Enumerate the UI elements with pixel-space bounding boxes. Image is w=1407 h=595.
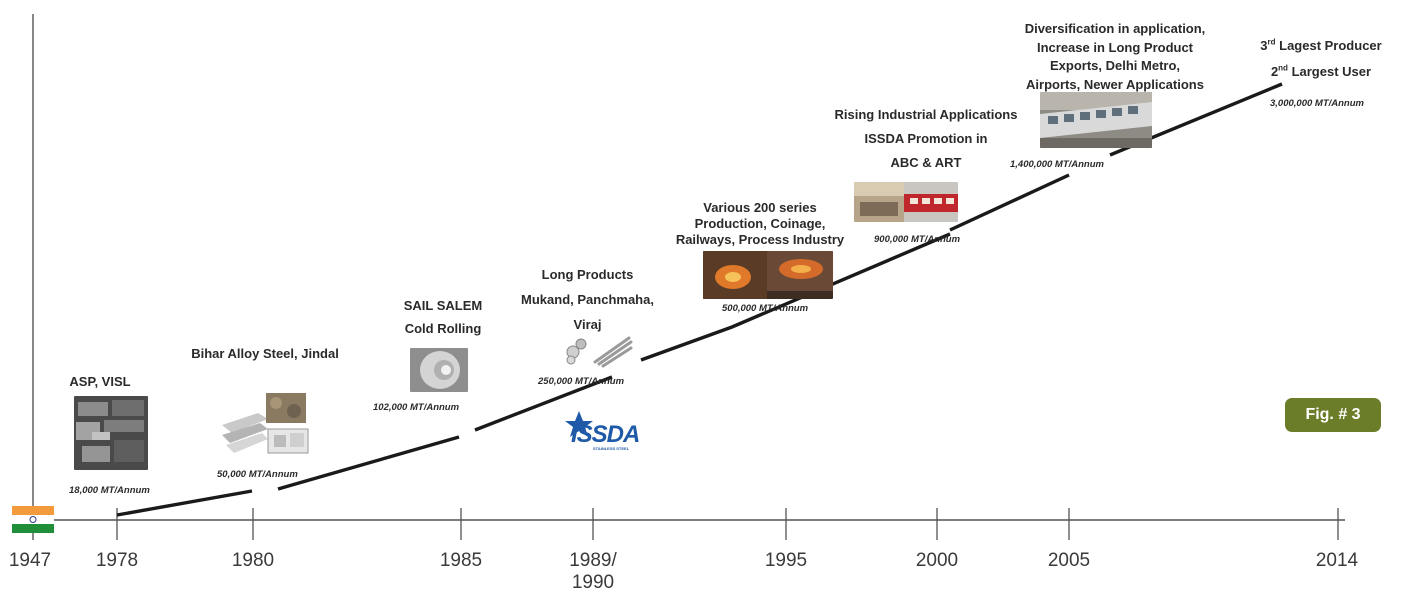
steel-production-photo <box>703 251 833 299</box>
year-label-2005: 2005 <box>1047 550 1091 571</box>
railway-coach-photo <box>854 182 958 222</box>
capacity-2005: 1,400,000 MT/Annum <box>1010 159 1104 170</box>
year-ticks <box>116 508 1339 540</box>
capacity-1980: 50,000 MT/Annum <box>217 469 298 480</box>
figure-label-badge: Fig. # 3 <box>1285 398 1381 432</box>
steel-bars-photo <box>74 396 148 470</box>
india-flag-icon <box>12 506 54 533</box>
milestone-2005-title: Diversification in application, Increase… <box>1024 21 1206 92</box>
alloy-steel-photo <box>222 393 309 454</box>
year-label-1995: 1995 <box>764 550 808 571</box>
growth-trend-line <box>116 82 1283 517</box>
milestone-1978-title: ASP, VISL <box>69 374 131 389</box>
capacity-2014: 3,000,000 MT/Annum <box>1270 98 1364 109</box>
milestone-2014-title: 3rd Lagest Producer 2nd Largest User <box>1245 33 1397 85</box>
capacity-1985: 102,000 MT/Annum <box>373 402 460 413</box>
milestone-1985-title: SAIL SALEM Cold Rolling <box>403 298 483 336</box>
issda-star-icon <box>565 411 593 437</box>
steel-coil-photo <box>410 348 468 392</box>
delhi-metro-photo <box>1040 92 1152 148</box>
capacity-1978: 18,000 MT/Annum <box>69 485 150 496</box>
year-label-1985: 1985 <box>439 550 483 571</box>
issda-logo-text: ISSDA <box>571 421 640 448</box>
year-label-1980: 1980 <box>231 550 275 571</box>
capacity-1989: 250,000 MT/Annum <box>538 376 625 387</box>
milestone-1980-title: Bihar Alloy Steel, Jindal <box>191 346 339 361</box>
long-products-photo <box>566 336 633 368</box>
milestone-1995-title: Various 200 series Production, Coinage, … <box>675 200 845 247</box>
capacity-2000: 900,000 MT/Annum <box>874 234 961 245</box>
milestone-2000-title: Rising Industrial Applications ISSDA Pro… <box>834 107 1018 170</box>
milestone-1989-title: Long Products Mukand, Panchmaha, Viraj <box>521 267 654 332</box>
producer-rank-line: 3rd Lagest Producer <box>1260 37 1382 53</box>
year-label-1947: 1947 <box>8 550 52 571</box>
year-label-2000: 2000 <box>915 550 959 571</box>
user-rank-line: 2nd Largest User <box>1270 63 1372 79</box>
year-label-2014: 2014 <box>1315 550 1359 571</box>
issda-logo-subtext: STAINLESS STEEL <box>593 446 630 451</box>
year-label-1978: 1978 <box>95 550 139 571</box>
issda-logo: ISSDA STAINLESS STEEL <box>565 409 645 455</box>
capacity-1995: 500,000 MT/Annum <box>722 303 809 314</box>
year-label-1989: 1989/ 1990 <box>569 550 617 593</box>
